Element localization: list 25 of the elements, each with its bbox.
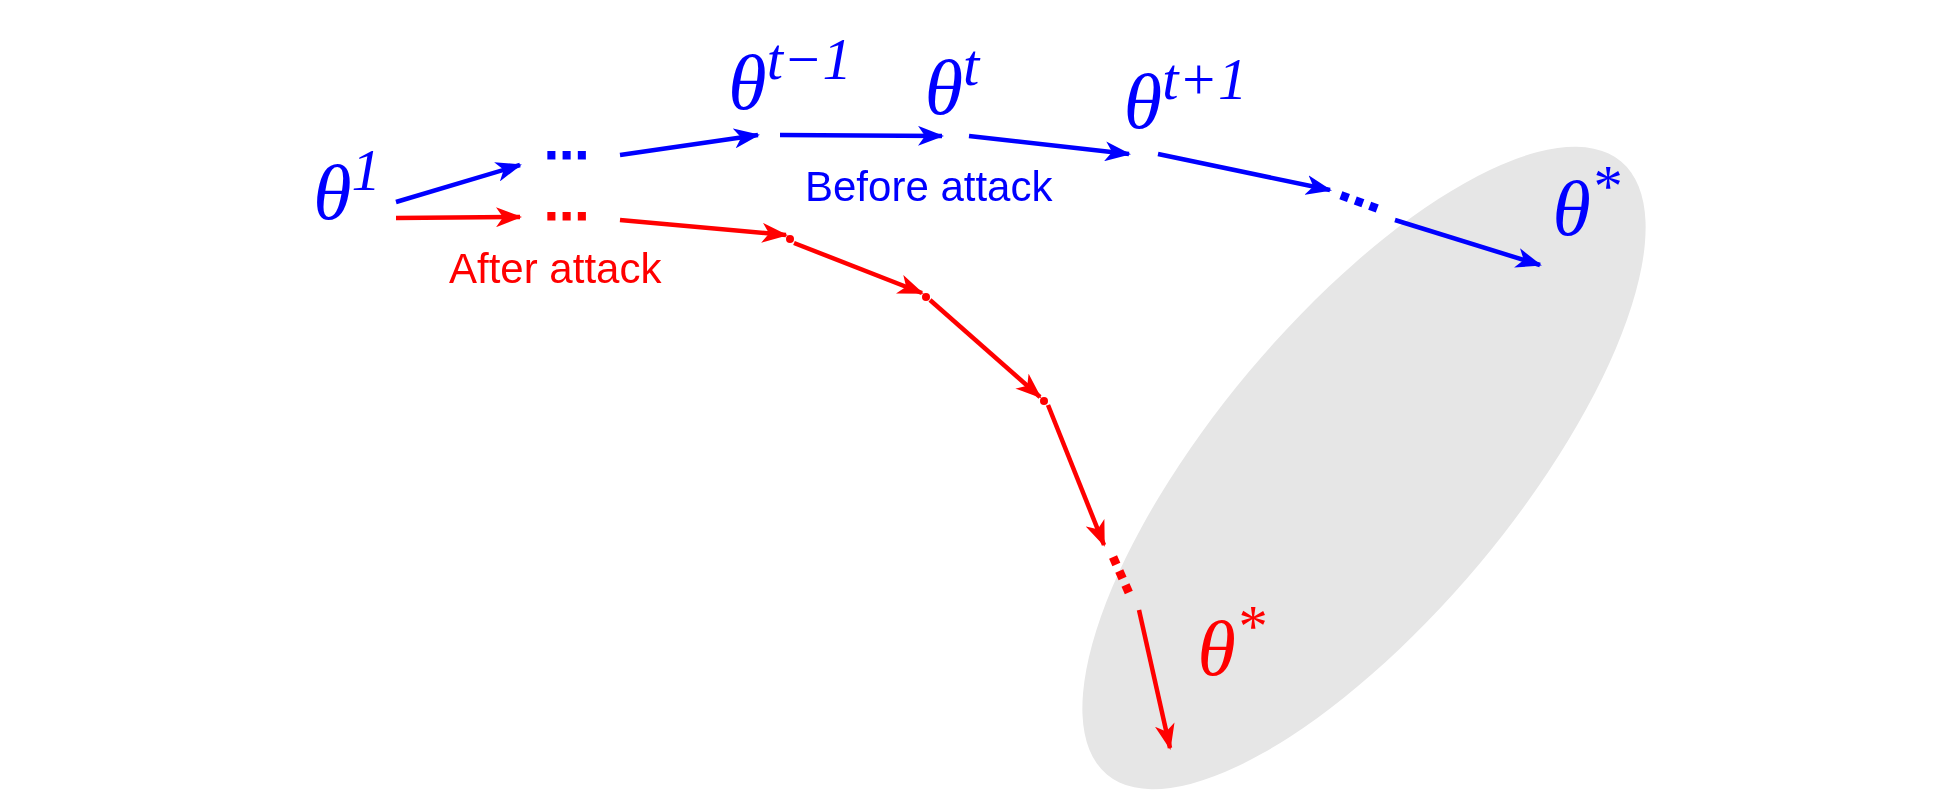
parameter-label: θ$^{1}$ [298,150,396,236]
arrow [780,125,944,146]
caption-text: After attack [449,248,662,290]
parameter-label: θ$^{t+1}$ [1108,50,1263,154]
arrow [1157,151,1332,195]
parameter-label: θ$^{t}$ [912,40,992,136]
parameter-label: θ$^{t−1}$ [715,30,865,135]
arrow [396,207,522,228]
ellipsis-dots: ⋯ [520,196,620,236]
trajectory-point [1040,397,1048,405]
caption-text: Before attack [805,166,1053,208]
arrow [619,217,788,243]
arrow [1394,217,1542,268]
arrow [928,298,1042,399]
arrow [1045,404,1107,547]
arrow [1136,609,1175,750]
arrow [619,128,760,158]
ellipsis-dots: ⋯ [1100,545,1145,610]
trajectory-point [922,293,930,301]
ellipsis-dots: ⋯ [1330,185,1395,220]
arrow [395,162,522,205]
arrow [968,133,1131,162]
arrow [793,240,924,296]
trajectory-point [786,235,794,243]
ellipsis-dots: ⋯ [520,135,620,175]
